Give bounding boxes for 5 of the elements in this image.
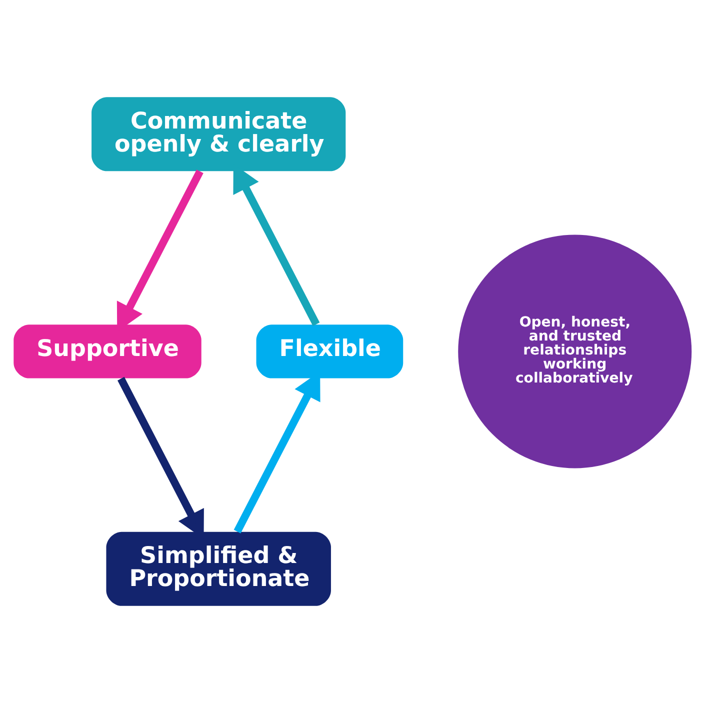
node-box: Communicate openly & clearly (92, 97, 346, 172)
node-box: Simplified & Proportionate (106, 532, 331, 606)
node-box: Supportive (14, 324, 202, 378)
node-circle: Open, honest, and trusted relationships working collaboratively (458, 234, 692, 468)
node-box: Flexible (256, 324, 404, 378)
